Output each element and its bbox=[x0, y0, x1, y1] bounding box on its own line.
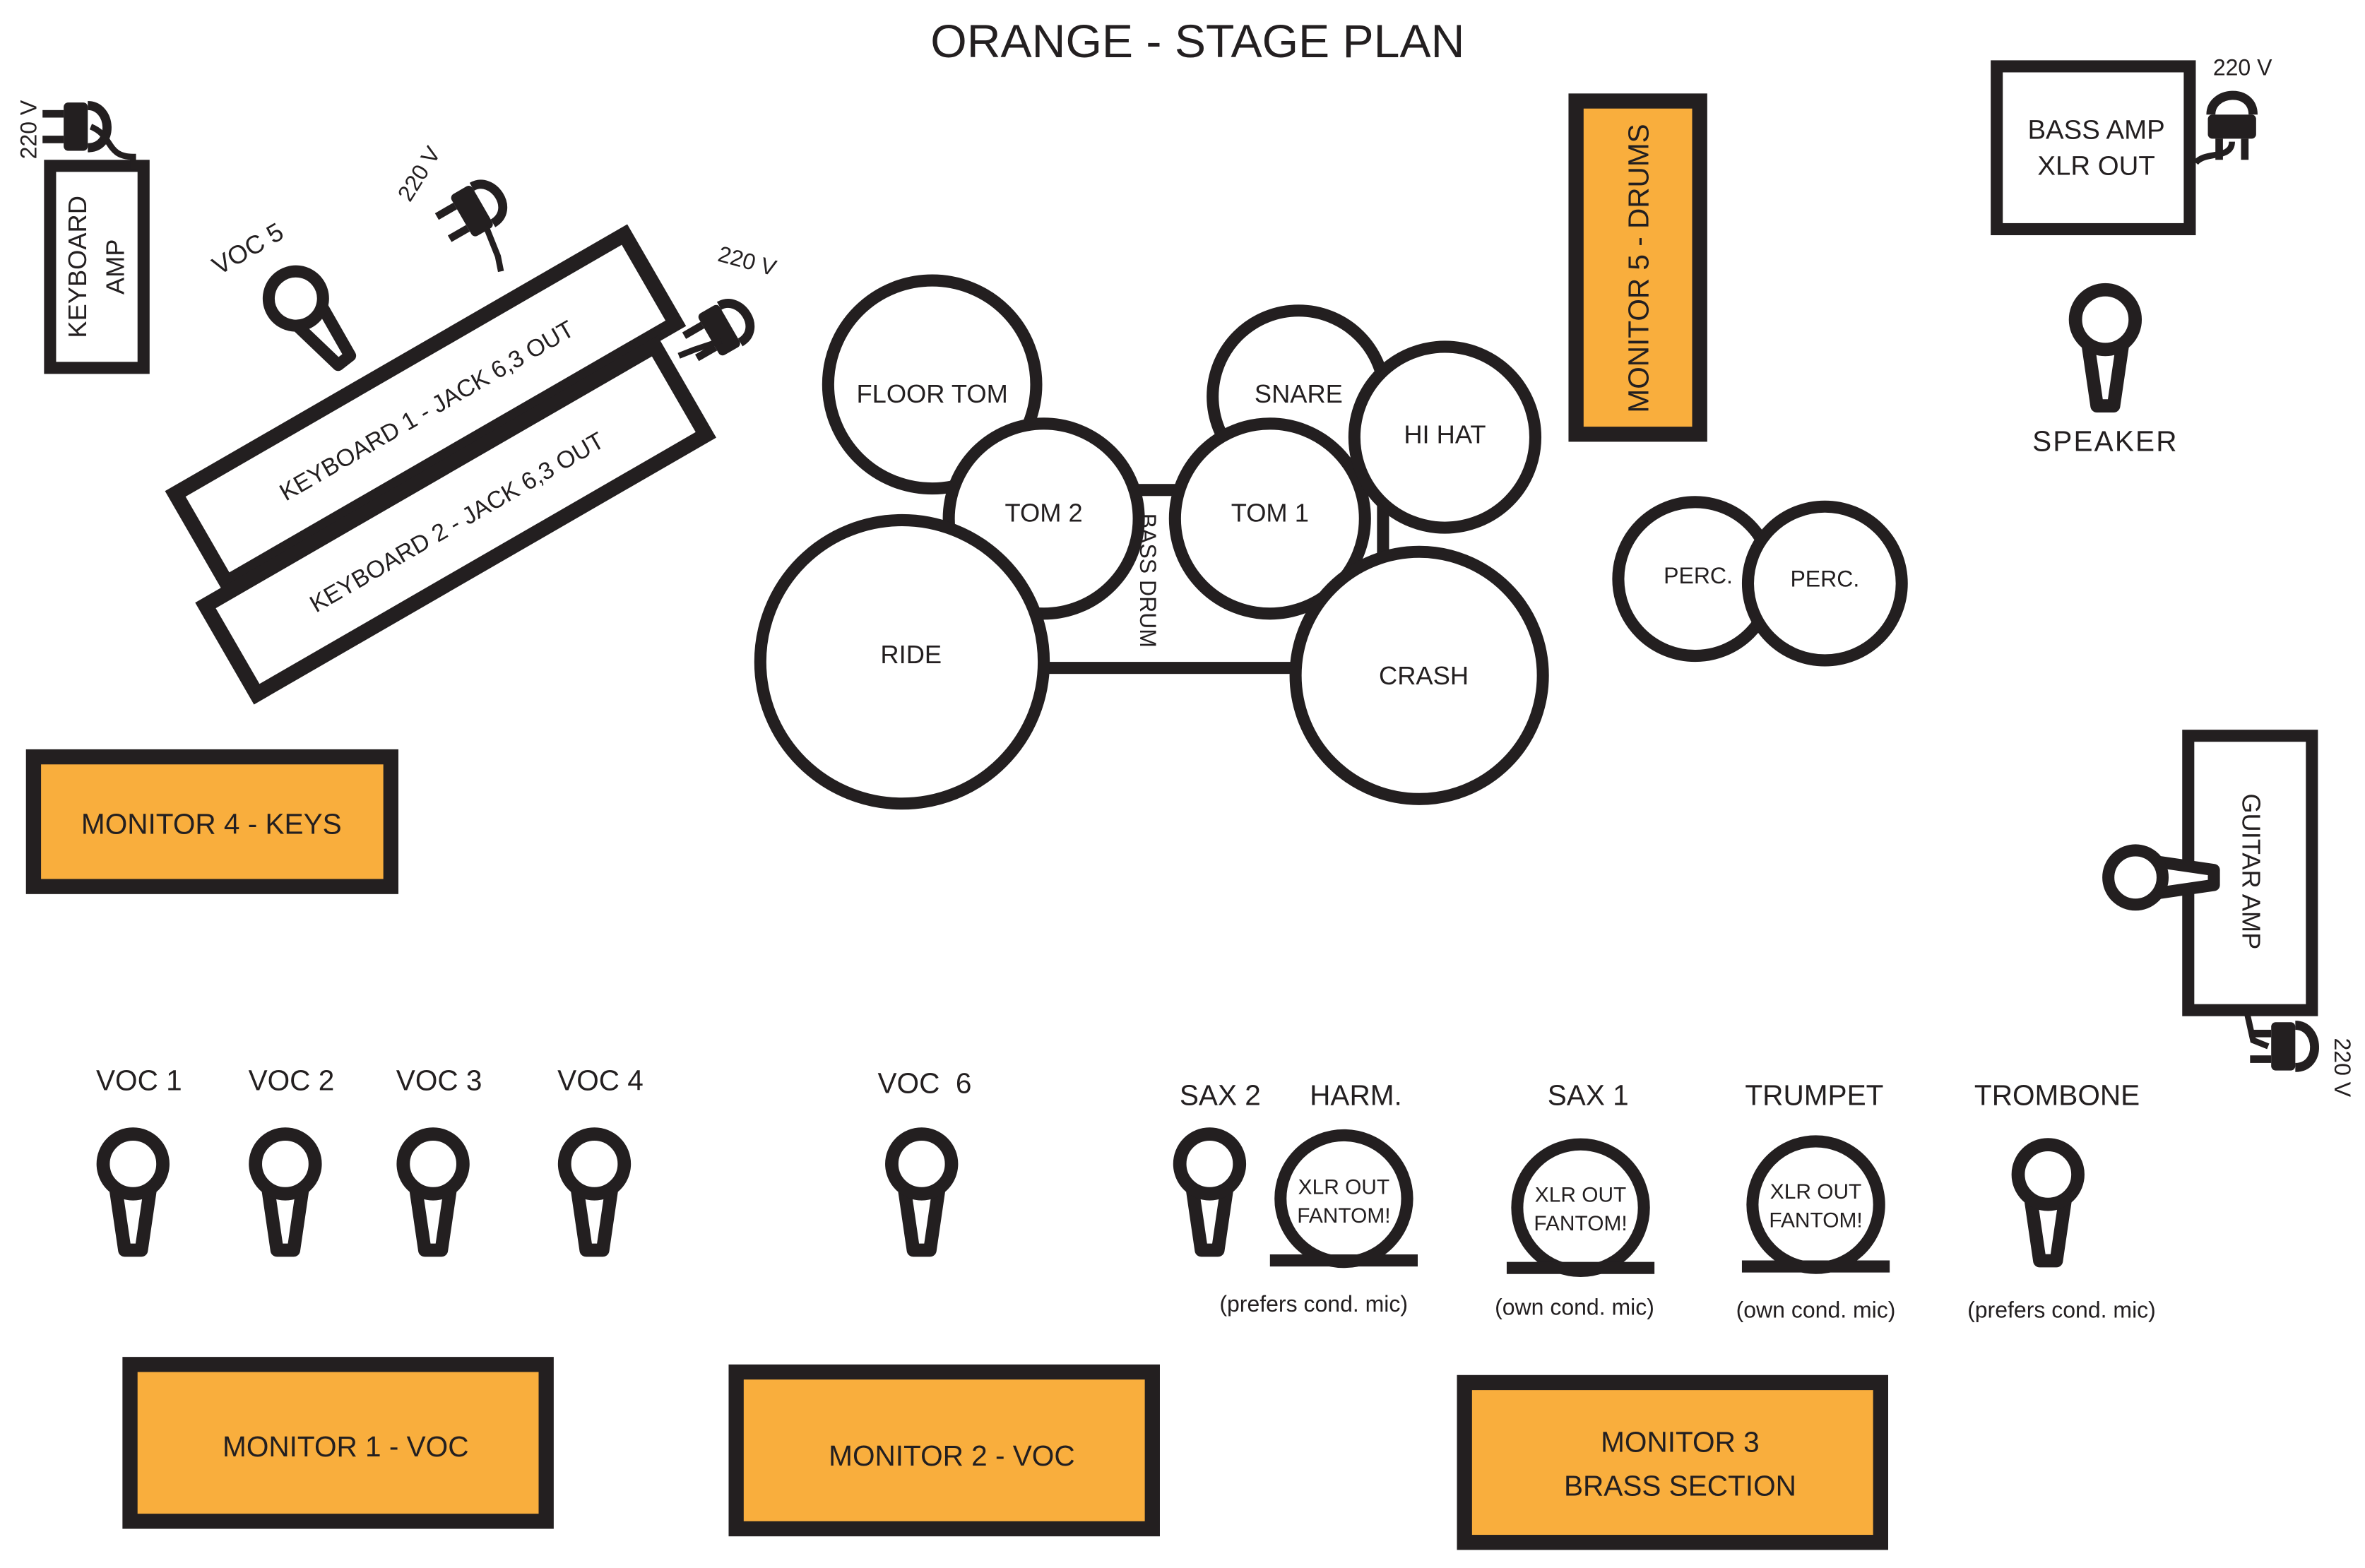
voltage-label: 220 V bbox=[2330, 1038, 2355, 1097]
voltage-label: 220 V bbox=[716, 241, 780, 281]
power-cable bbox=[2193, 141, 2235, 165]
monitor-4-label: MONITOR 4 - KEYS bbox=[81, 807, 342, 840]
voc2-label: VOC 2 bbox=[249, 1064, 335, 1096]
power-plug-icon bbox=[431, 174, 511, 249]
voc3-label: VOC 3 bbox=[396, 1064, 482, 1096]
keyboard-amp-label-2: AMP bbox=[101, 239, 130, 295]
monitor-2-label: MONITOR 2 - VOC bbox=[829, 1439, 1074, 1472]
monitor-3-brass: MONITOR 3 BRASS SECTION bbox=[1457, 1374, 1888, 1550]
voc3-mic-icon bbox=[403, 1134, 463, 1250]
voc6-label: VOC 6 bbox=[878, 1067, 972, 1100]
voc4-label: VOC 4 bbox=[557, 1064, 644, 1096]
voc2-mic-icon bbox=[256, 1134, 316, 1250]
trumpet-condenser-mic-icon: XLR OUT FANTOM! bbox=[1741, 1135, 1890, 1274]
speaker-mic-icon bbox=[2075, 290, 2135, 405]
tom1-label: TOM 1 bbox=[1231, 499, 1309, 528]
power-cable bbox=[2244, 1012, 2270, 1050]
drum-kit: BASS DRUM FLOOR TOM SNARE TOM 2 TOM 1 HI… bbox=[754, 274, 1549, 810]
sax2-label: SAX 2 bbox=[1180, 1079, 1261, 1112]
trombone-label: TROMBONE bbox=[1974, 1079, 2140, 1112]
percussion: PERC. PERC. bbox=[1612, 496, 1908, 667]
trumpet-note: (own cond. mic) bbox=[1736, 1297, 1896, 1323]
sax2-note: (prefers cond. mic) bbox=[1219, 1291, 1408, 1317]
keyboard-amp: KEYBOARD AMP bbox=[44, 160, 150, 374]
snare-label: SNARE bbox=[1255, 379, 1343, 408]
voltage-label: 220 V bbox=[393, 142, 446, 206]
xlr-out-label: XLR OUT bbox=[1770, 1180, 1861, 1204]
monitor-1-label: MONITOR 1 - VOC bbox=[223, 1430, 468, 1463]
voc1-mic-icon bbox=[103, 1134, 163, 1250]
bass-amp-label: BASS AMP bbox=[2027, 114, 2164, 145]
perc-2-label: PERC. bbox=[1790, 566, 1859, 591]
bass-amp-label-2: XLR OUT bbox=[2037, 151, 2154, 182]
xlr-out-label: XLR OUT bbox=[1535, 1183, 1626, 1206]
xlr-out-label: XLR OUT bbox=[1298, 1176, 1389, 1199]
ride-label: RIDE bbox=[880, 640, 942, 669]
voc4-mic-icon bbox=[564, 1134, 624, 1250]
speaker-label: SPEAKER bbox=[2032, 424, 2179, 457]
voltage-label: 220 V bbox=[16, 100, 42, 159]
monitor-3-label-2: BRASS SECTION bbox=[1564, 1470, 1796, 1502]
voltage-label: 220 V bbox=[2213, 55, 2272, 81]
sax1-condenser-mic-icon: XLR OUT FANTOM! bbox=[1506, 1138, 1655, 1278]
page-title: ORANGE - STAGE PLAN bbox=[930, 16, 1464, 68]
power-plug-icon bbox=[2250, 1022, 2314, 1070]
trumpet-label: TRUMPET bbox=[1745, 1079, 1883, 1112]
harm-label: HARM. bbox=[1310, 1079, 1402, 1112]
voc1-label: VOC 1 bbox=[96, 1064, 182, 1096]
voc5-mic-icon bbox=[258, 261, 366, 377]
monitor-1-voc: MONITOR 1 - VOC bbox=[122, 1357, 554, 1529]
monitor-2-voc: MONITOR 2 - VOC bbox=[728, 1364, 1160, 1537]
trombone-mic-icon bbox=[2018, 1145, 2078, 1261]
monitor-4-keys: MONITOR 4 - KEYS bbox=[25, 749, 399, 894]
monitor-5-label: MONITOR 5 - DRUMS bbox=[1623, 124, 1655, 412]
perc-1-label: PERC. bbox=[1664, 563, 1733, 588]
hihat-label: HI HAT bbox=[1404, 420, 1486, 449]
monitor-3-label: MONITOR 3 bbox=[1601, 1426, 1760, 1459]
trombone-note: (prefers cond. mic) bbox=[1967, 1297, 2156, 1323]
guitar-amp-label: GUITAR AMP bbox=[2237, 793, 2266, 949]
fantom-label: FANTOM! bbox=[1769, 1209, 1862, 1233]
fantom-label: FANTOM! bbox=[1297, 1204, 1390, 1228]
power-cable bbox=[482, 225, 504, 273]
bass-amp: BASS AMP XLR OUT bbox=[1991, 60, 2196, 235]
voc5-label: VOC 5 bbox=[207, 217, 288, 280]
sax2-mic-icon bbox=[1180, 1134, 1240, 1250]
sax1-note: (own cond. mic) bbox=[1495, 1294, 1654, 1319]
monitor-5-drums: MONITOR 5 - DRUMS bbox=[1568, 93, 1707, 442]
power-plug-icon bbox=[679, 294, 759, 368]
harm-condenser-mic-icon: XLR OUT FANTOM! bbox=[1269, 1129, 1418, 1269]
keyboard-amp-label: KEYBOARD bbox=[63, 196, 92, 338]
tom2-label: TOM 2 bbox=[1005, 499, 1083, 528]
power-cable bbox=[677, 338, 723, 359]
crash-label: CRASH bbox=[1379, 661, 1469, 690]
sax1-label: SAX 1 bbox=[1548, 1079, 1629, 1112]
fantom-label: FANTOM! bbox=[1534, 1212, 1627, 1235]
floor-tom-label: FLOOR TOM bbox=[857, 379, 1008, 408]
voc6-mic-icon bbox=[891, 1134, 952, 1250]
power-cable bbox=[89, 124, 136, 170]
